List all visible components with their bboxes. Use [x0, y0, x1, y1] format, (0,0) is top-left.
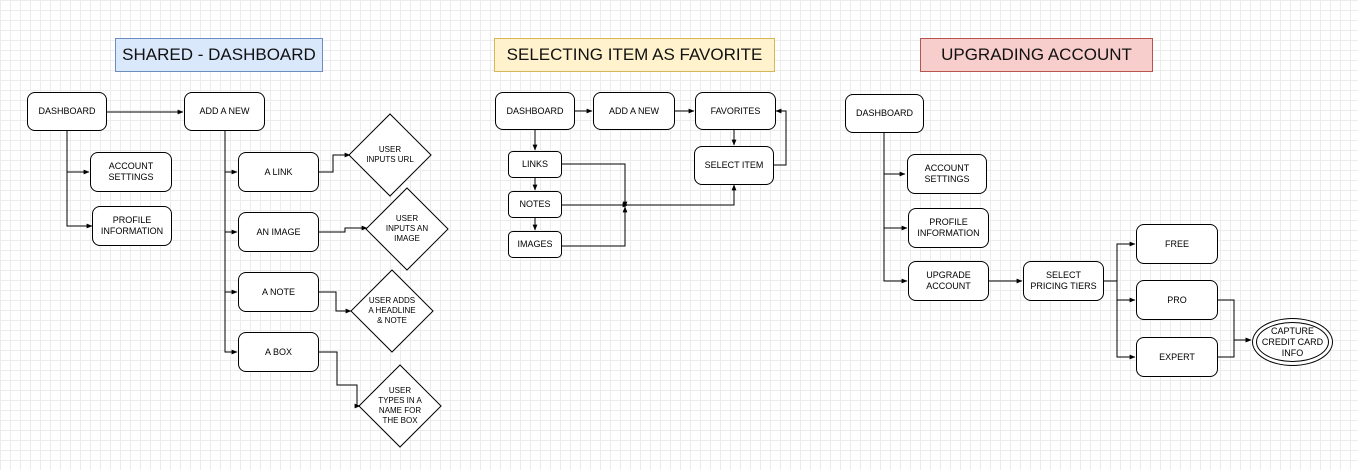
links-node[interactable]: LINKS: [508, 151, 562, 178]
notes-node[interactable]: NOTES: [508, 191, 562, 218]
select-item-node[interactable]: SELECT ITEM: [694, 146, 774, 185]
edge-pro-to-capture: [1218, 299, 1252, 343]
user-adds-headline-decision[interactable]: USER ADDS A HEADLINE & NOTE: [352, 274, 432, 348]
user-inputs-image-label: USER INPUTS AN IMAGE: [385, 214, 429, 243]
user-inputs-url-decision[interactable]: USER INPUTS URL: [350, 118, 430, 192]
dashboard2-node[interactable]: DASHBOARD: [495, 92, 575, 130]
user-inputs-image-decision[interactable]: USER INPUTS AN IMAGE: [367, 192, 447, 266]
edge-pricing-to-free: [1104, 241, 1136, 282]
account-settings-node[interactable]: ACCOUNT SETTINGS: [90, 152, 172, 192]
edge-box-to-name: [319, 351, 361, 409]
select-pricing-tiers-node[interactable]: SELECT PRICING TIERS: [1023, 261, 1104, 301]
dashboard-node[interactable]: DASHBOARD: [27, 92, 107, 131]
images-node[interactable]: IMAGES: [508, 231, 562, 258]
diagram2-title: SELECTING ITEM AS FAVORITE: [494, 38, 775, 72]
edge-merge-to-select-item: [625, 184, 737, 206]
user-inputs-url-label: USER INPUTS URL: [366, 145, 414, 164]
edge-note-to-headline: [319, 291, 352, 314]
add-new2-node[interactable]: ADD A NEW: [593, 92, 675, 130]
user-types-name-decision[interactable]: USER TYPES IN A NAME FOR THE BOX: [360, 368, 440, 444]
dashboard3-node[interactable]: DASHBOARD: [845, 94, 924, 133]
account-settings3-node[interactable]: ACCOUNT SETTINGS: [907, 154, 987, 194]
edge-image-to-input: [319, 225, 368, 233]
favorites-node[interactable]: FAVORITES: [695, 92, 776, 130]
link-node[interactable]: A LINK: [238, 152, 319, 192]
edge-dashboard-to-account-settings: [66, 131, 90, 175]
diagram1-title: SHARED - DASHBOARD: [115, 38, 323, 72]
edge-pricing-to-pro: [1104, 280, 1136, 303]
edge-add-new-to-link: [224, 131, 238, 175]
add-new-node[interactable]: ADD A NEW: [184, 92, 265, 131]
edge-links-to-merge: [562, 163, 628, 208]
diagram3-title: UPGRADING ACCOUNT: [920, 38, 1153, 72]
box-node[interactable]: A BOX: [238, 332, 319, 372]
free-tier-node[interactable]: FREE: [1136, 224, 1218, 264]
upgrade-account-node[interactable]: UPGRADE ACCOUNT: [908, 261, 989, 301]
edge-dash3-to-upgrade-account: [883, 228, 908, 284]
profile-information-node[interactable]: PROFILE INFORMATION: [92, 206, 172, 246]
capture-credit-card-label: CAPTURE CREDIT CARD INFO: [1256, 322, 1329, 362]
user-adds-headline-label: USER ADDS A HEADLINE & NOTE: [368, 296, 416, 325]
edge-dash3-to-account-settings: [883, 133, 906, 177]
edge-add-new-to-image: [224, 172, 238, 235]
edge-pricing-to-expert: [1104, 280, 1136, 360]
edge-select-item-to-favorites: [774, 108, 787, 166]
note-node[interactable]: A NOTE: [238, 272, 319, 312]
expert-tier-node[interactable]: EXPERT: [1136, 337, 1218, 377]
user-types-name-label: USER TYPES IN A NAME FOR THE BOX: [378, 386, 422, 425]
image-node[interactable]: AN IMAGE: [238, 212, 319, 252]
edge-dash3-to-profile-information: [883, 174, 908, 231]
pro-tier-node[interactable]: PRO: [1136, 280, 1218, 320]
edge-expert-to-capture: [1218, 337, 1252, 358]
edge-images-to-merge: [562, 206, 628, 247]
capture-credit-card-node[interactable]: CAPTURE CREDIT CARD INFO: [1252, 318, 1333, 366]
edge-link-to-url: [319, 152, 351, 173]
profile-information3-node[interactable]: PROFILE INFORMATION: [908, 208, 989, 248]
edge-add-new-to-box: [224, 292, 238, 355]
edge-add-new-to-note: [224, 232, 238, 295]
edge-dashboard-to-profile-information: [66, 172, 93, 229]
